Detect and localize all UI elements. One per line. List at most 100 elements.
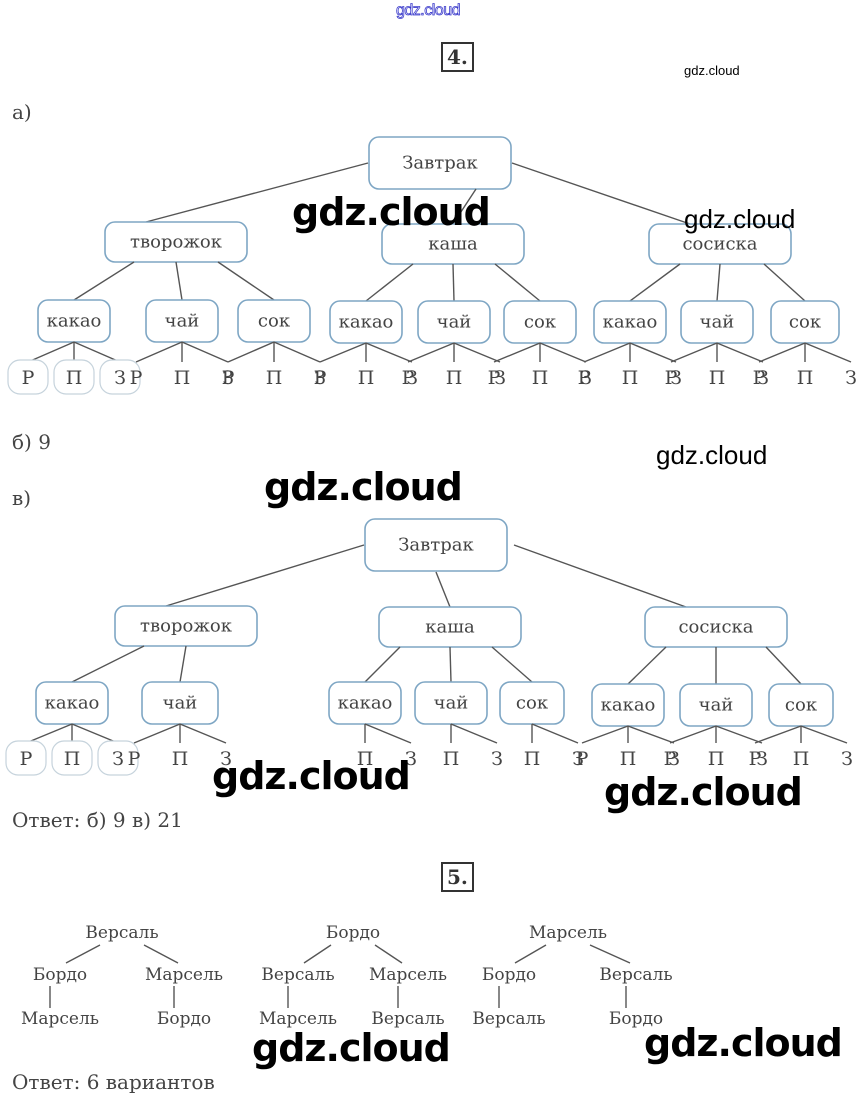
tree-edge [135,341,183,363]
city-branch-label: Марсель [369,965,447,985]
category-node-label: сосиска [678,617,753,638]
tree-edge [513,544,687,608]
tree-edge [227,341,275,363]
tree-edge [453,342,501,363]
watermark-large-5: gdz.cloud [252,1026,451,1070]
tree-edge [627,646,667,685]
root-node-box [368,136,512,190]
tree-edge [179,645,187,683]
city-branch-label: Бордо [482,965,536,985]
leaf-box [51,740,93,776]
leaf-label: З [841,748,853,770]
leaf-label: З [670,367,682,389]
tree-edge [589,944,631,964]
tree-edge [754,725,802,744]
city-root-label: Бордо [326,923,380,943]
tree-edge [531,723,579,744]
leaf-label: Р [665,367,678,389]
leaf-label: П [622,367,639,389]
tree-edge [165,544,365,607]
category-node-label: каша [428,234,478,255]
leaf-label: П [793,748,810,770]
tree-edge [407,342,455,363]
tree-edge [765,646,802,685]
leaf-label: З [757,367,769,389]
drink-node-label: чай [699,695,734,716]
drink-node-label: чай [434,693,469,714]
leaf-label: Р [578,367,591,389]
tree-edge [715,725,763,744]
leaf-label: Р [749,748,762,770]
root-node-label: Завтрак [398,535,474,556]
task5-trees: ВерсальБордоМарсельМарсельБордоБордоВерс… [21,923,673,1029]
tree-edge [319,342,367,363]
city-branch-label: Версаль [261,965,334,985]
watermark-large-3: gdz.cloud [212,754,411,798]
tree-edge [629,263,681,302]
leaf-box [7,359,49,395]
watermark-small: gdz.cloud [684,63,740,78]
tree-edge [491,646,533,683]
city-branch-label: Бордо [33,965,87,985]
leaf-label: П [174,367,191,389]
tree-edge [27,341,75,363]
part-b-label: б) 9 [12,430,51,454]
city-leaf-label: Версаль [472,1009,545,1029]
leaf-label: Р [576,748,589,770]
drink-node-label: какао [339,312,394,333]
task5-answer: Ответ: 6 вариантов [12,1070,215,1094]
tree-edge [800,725,848,744]
task-number-4: 4. [441,42,474,72]
tree-edge [181,341,229,363]
drink-node-label: сок [516,693,549,714]
tree-edge [804,342,852,363]
tree-edge [452,263,455,302]
tree-edge [365,263,414,302]
tree-edge [493,342,541,363]
leaf-label: З [580,367,592,389]
tree-edge [763,263,806,302]
category-node-label: сосиска [682,234,757,255]
drink-node-label: чай [700,312,735,333]
watermark-large-2: gdz.cloud [264,465,463,509]
tree-edge [514,944,547,964]
root-node-box [364,518,508,572]
city-leaf-label: Версаль [371,1009,444,1029]
leaf-label: Р [488,367,501,389]
leaf-label: З [314,367,326,389]
city-root-label: Марсель [529,923,607,943]
leaf-label: П [358,367,375,389]
leaf-label: Р [314,367,327,389]
tree-edge [145,162,369,223]
leaf-label: З [220,748,232,770]
leaf-label: П [443,748,460,770]
tree-edge [450,723,498,744]
leaf-label: П [172,748,189,770]
city-leaf-label: Бордо [609,1009,663,1029]
leaf-label: Р [22,367,35,389]
drink-node-label: какао [603,312,658,333]
tree-edge [581,725,629,744]
leaf-label: З [572,748,584,770]
tree-edge [583,342,631,363]
drink-node-label: чай [437,312,472,333]
leaf-label: З [406,367,418,389]
leaf-label: Р [753,367,766,389]
category-node-label: творожок [140,616,233,637]
tree-edge [539,342,587,363]
drink-node-label: чай [165,311,200,332]
watermark-top: gdz.cloud [396,2,461,20]
tree-edge [511,162,691,225]
watermark-medium-1: gdz.cloud [684,204,796,234]
watermark-large-6: gdz.cloud [644,1021,843,1065]
tree-edge [494,263,541,302]
leaf-label: З [668,748,680,770]
leaf-label: З [491,748,503,770]
drink-node-label: сок [258,311,291,332]
watermark-medium-2: gdz.cloud [656,440,768,470]
drink-node-label: какао [45,693,100,714]
drink-node-label: сок [789,312,822,333]
leaf-label: П [709,367,726,389]
tree-edge [175,261,183,301]
